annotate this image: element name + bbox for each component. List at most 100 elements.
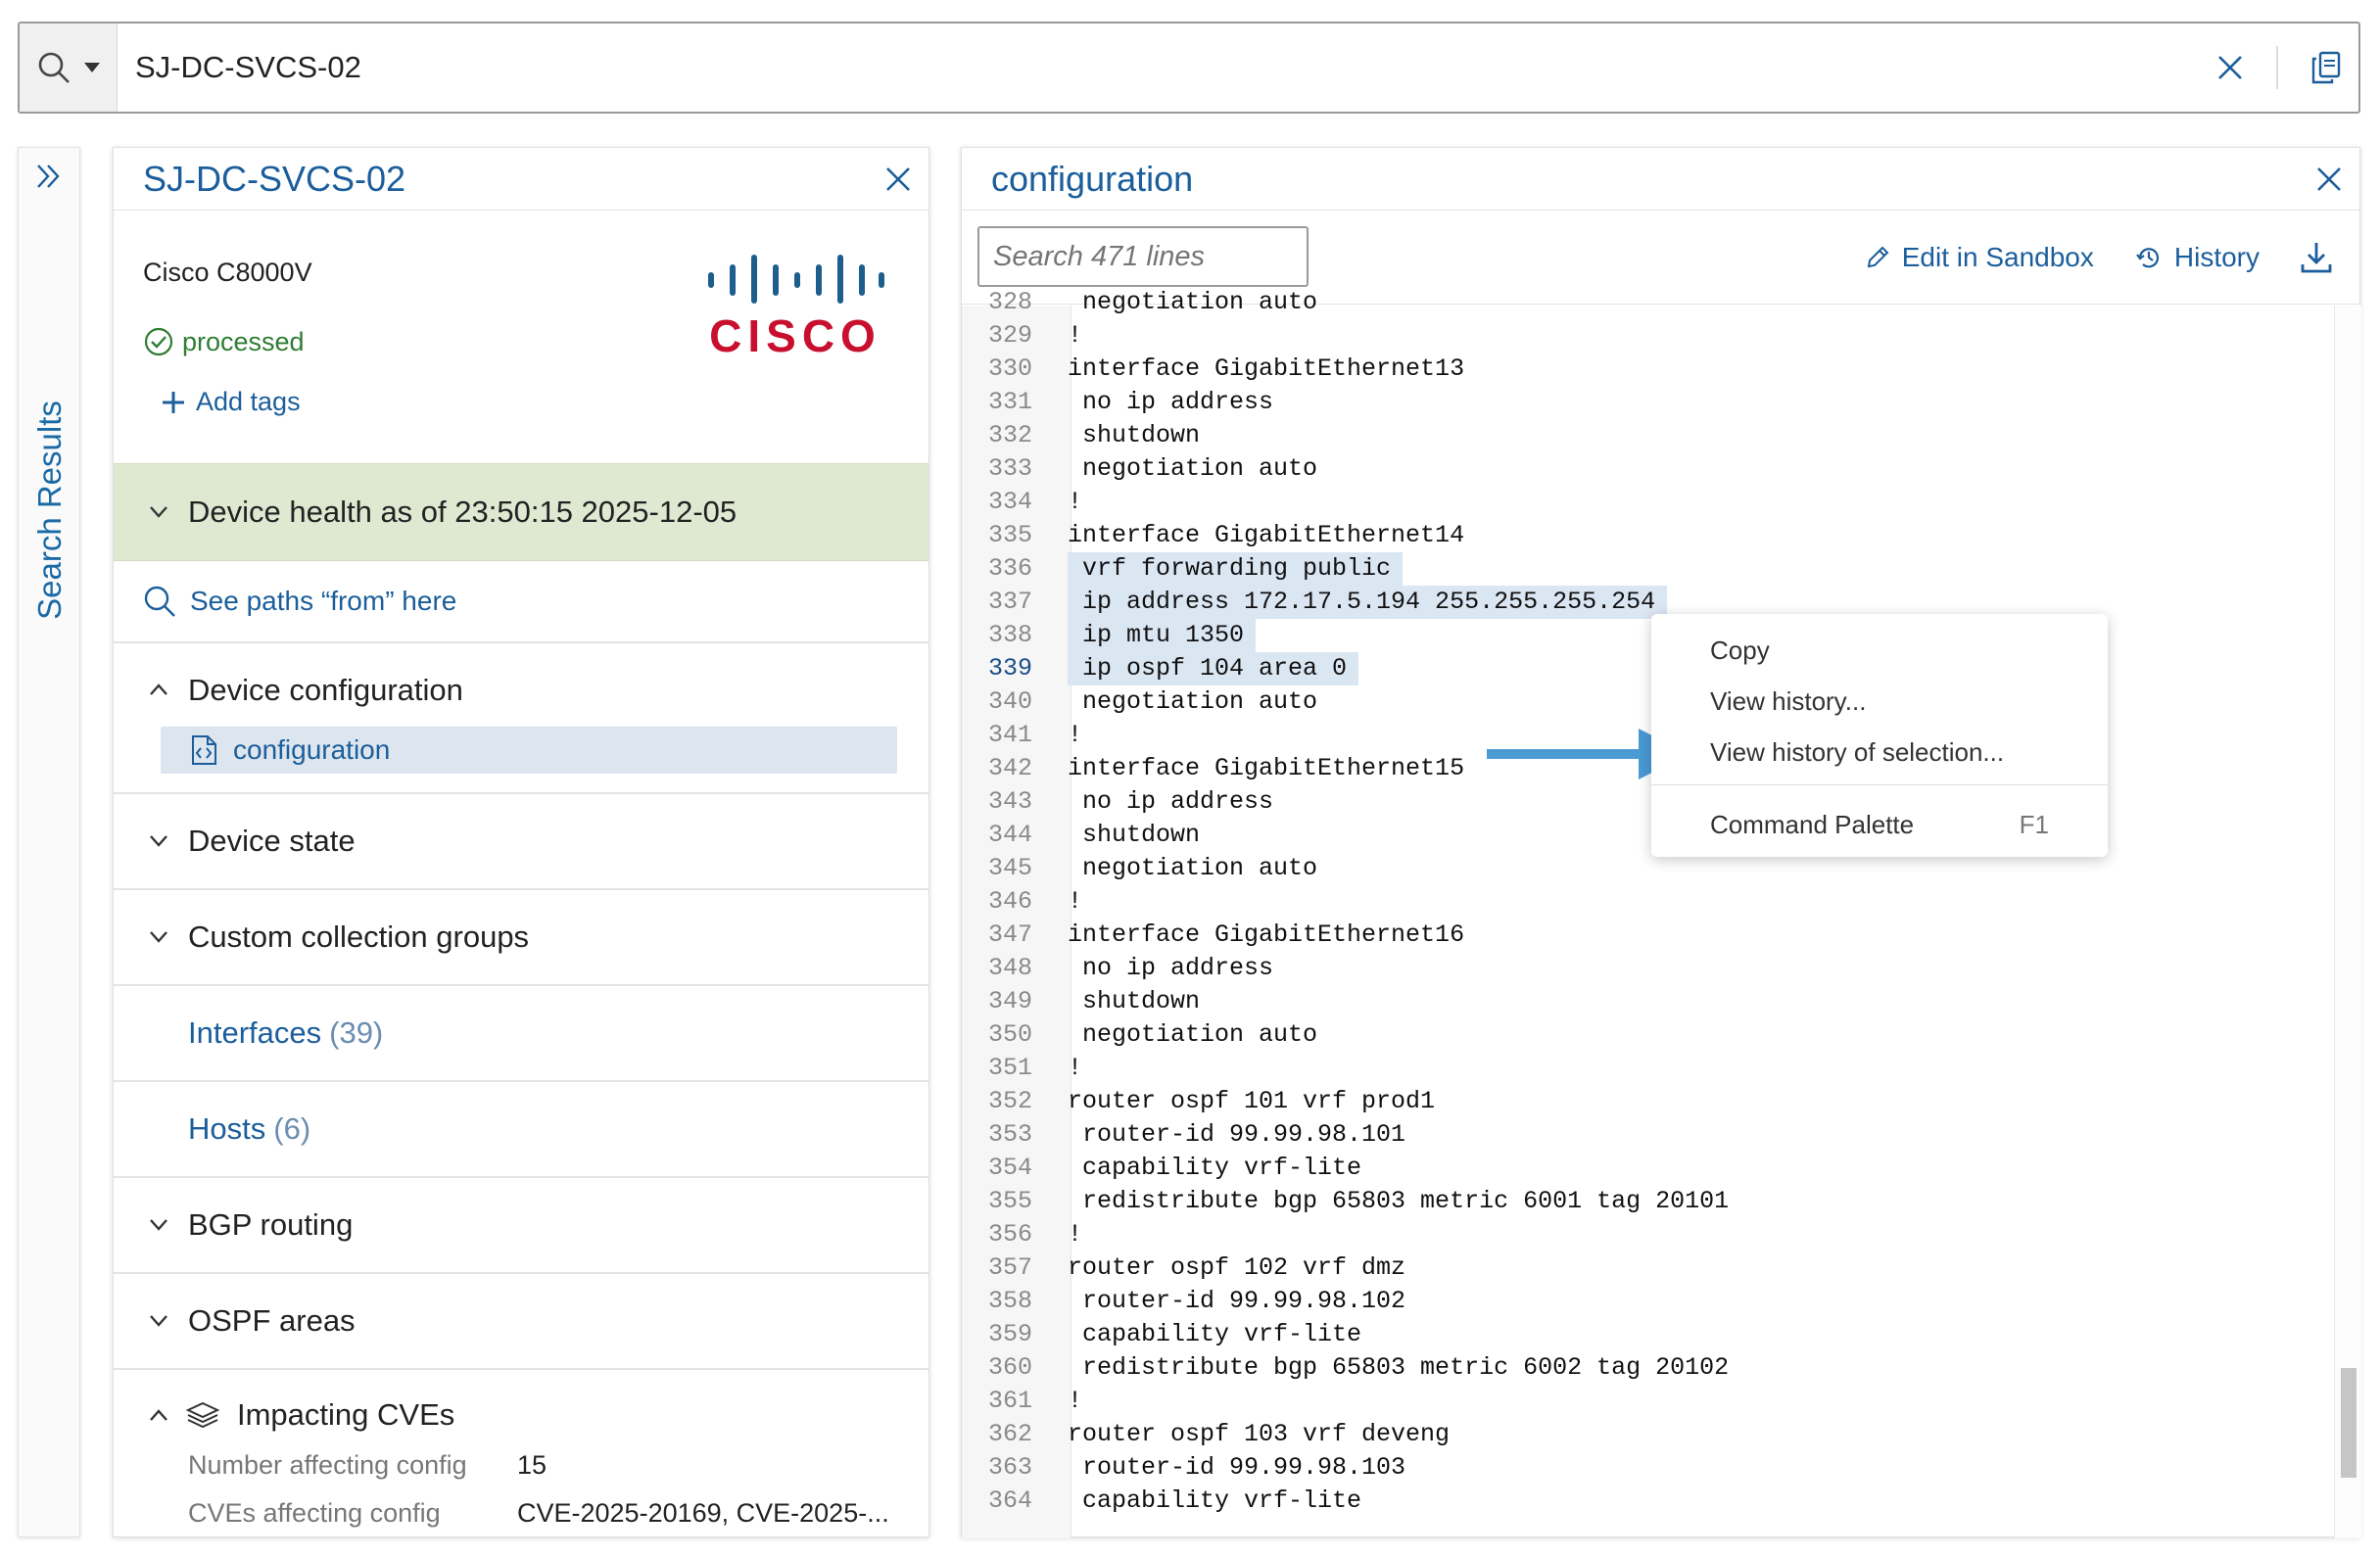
configuration-tree-item[interactable]: configuration <box>161 727 897 774</box>
line-text: vrf forwarding public <box>1068 552 1404 586</box>
close-device-panel-icon[interactable] <box>885 166 911 192</box>
code-line[interactable]: 359 capability vrf-lite <box>962 1318 1729 1351</box>
line-text: capability vrf-lite <box>1068 1154 1362 1182</box>
status-label: processed <box>182 326 305 356</box>
code-line[interactable]: 331 no ip address <box>962 386 1729 419</box>
cve-row-value[interactable]: CVE-2025-20169, CVE-2025-... <box>517 1498 889 1528</box>
impacting-cves-header[interactable]: Impacting CVEs <box>149 1397 928 1433</box>
code-line[interactable]: 354 capability vrf-lite <box>962 1152 1729 1185</box>
double-chevron-right-icon[interactable] <box>34 162 64 191</box>
code-line[interactable]: 339 ip ospf 104 area 0 <box>962 652 1729 685</box>
code-line[interactable]: 363 router-id 99.99.98.103 <box>962 1451 1729 1485</box>
code-line[interactable]: 350 negotiation auto <box>962 1018 1729 1052</box>
device-state-section[interactable]: Device state <box>114 794 928 890</box>
ospf-areas-section[interactable]: OSPF areas <box>114 1274 928 1370</box>
search-mode-dropdown[interactable] <box>20 24 118 112</box>
line-number: 356 <box>987 1220 1032 1249</box>
history-button[interactable]: History <box>2135 242 2260 273</box>
search-input[interactable]: SJ-DC-SVCS-02 <box>135 50 361 84</box>
code-line[interactable]: 345 negotiation auto <box>962 852 1729 885</box>
code-line[interactable]: 340 negotiation auto <box>962 685 1729 719</box>
code-line[interactable]: 356! <box>962 1218 1729 1251</box>
code-line[interactable]: 333 negotiation auto <box>962 452 1729 486</box>
device-panel-header: SJ-DC-SVCS-02 <box>114 148 928 211</box>
code-line[interactable]: 341! <box>962 719 1729 752</box>
add-tags-button[interactable]: Add tags <box>161 387 301 417</box>
device-health-section[interactable]: Device health as of 23:50:15 2025-12-05 <box>114 463 928 561</box>
editor-scrollbar[interactable] <box>2334 306 2361 1538</box>
close-configuration-panel-icon[interactable] <box>2316 166 2342 192</box>
menu-item-copy[interactable]: Copy <box>1710 636 1770 665</box>
scrollbar-thumb[interactable] <box>2341 1368 2356 1478</box>
impacting-cves-label: Impacting CVEs <box>237 1397 455 1432</box>
line-text: router-id 99.99.98.101 <box>1068 1120 1406 1149</box>
code-line[interactable]: 343 no ip address <box>962 785 1729 819</box>
code-line[interactable]: 360 redistribute bgp 65803 metric 6002 t… <box>962 1351 1729 1385</box>
code-line[interactable]: 364 capability vrf-lite <box>962 1485 1729 1518</box>
menu-item-view-history-of-selection[interactable]: View history of selection... <box>1710 737 2005 767</box>
code-line[interactable]: 361! <box>962 1385 1729 1418</box>
download-icon[interactable] <box>2301 241 2332 274</box>
menu-item-view-history[interactable]: View history... <box>1710 686 1867 716</box>
caret-down-icon <box>83 63 100 72</box>
line-text: capability vrf-lite <box>1068 1486 1362 1515</box>
config-search-input[interactable] <box>977 226 1309 287</box>
global-search-bar[interactable]: SJ-DC-SVCS-02 <box>18 22 2360 114</box>
see-paths-link[interactable]: See paths “from” here <box>114 561 928 643</box>
line-number: 339 <box>987 654 1032 683</box>
ospf-areas-label: OSPF areas <box>188 1303 356 1338</box>
code-line[interactable]: 348 no ip address <box>962 952 1729 985</box>
line-number: 350 <box>987 1020 1032 1049</box>
bgp-routing-section[interactable]: BGP routing <box>114 1178 928 1274</box>
hosts-link[interactable]: Hosts (6) <box>114 1082 928 1178</box>
line-number: 349 <box>987 987 1032 1015</box>
search-results-rail[interactable]: Search Results <box>18 147 80 1537</box>
line-text: router-id 99.99.98.103 <box>1068 1453 1406 1482</box>
pencil-icon <box>1867 246 1889 268</box>
code-line[interactable]: 329! <box>962 319 1729 353</box>
code-line[interactable]: 349 shutdown <box>962 985 1729 1018</box>
layers-icon <box>185 1401 220 1429</box>
code-line[interactable]: 346! <box>962 885 1729 919</box>
code-line[interactable]: 351! <box>962 1052 1729 1085</box>
clear-search-icon[interactable] <box>2217 55 2243 80</box>
device-configuration-section[interactable]: Device configuration configuration <box>114 643 928 794</box>
add-tags-label: Add tags <box>196 387 301 416</box>
line-text: ! <box>1068 1387 1083 1415</box>
custom-collection-groups-section[interactable]: Custom collection groups <box>114 890 928 986</box>
device-summary: Cisco C8000V processed Add tags <box>114 211 928 463</box>
chevron-down-icon <box>150 1315 167 1327</box>
code-line[interactable]: 355 redistribute bgp 65803 metric 6001 t… <box>962 1185 1729 1218</box>
code-line[interactable]: 344 shutdown <box>962 819 1729 852</box>
code-line[interactable]: 338 ip mtu 1350 <box>962 619 1729 652</box>
interfaces-link[interactable]: Interfaces (39) <box>114 986 928 1082</box>
edit-in-sandbox-button[interactable]: Edit in Sandbox <box>1865 242 2094 273</box>
line-number: 344 <box>987 821 1032 849</box>
line-text: ! <box>1068 1220 1083 1249</box>
code-line[interactable]: 336 vrf forwarding public <box>962 552 1729 586</box>
line-number: 357 <box>987 1253 1032 1282</box>
code-line[interactable]: 358 router-id 99.99.98.102 <box>962 1285 1729 1318</box>
code-line[interactable]: 337 ip address 172.17.5.194 255.255.255.… <box>962 586 1729 619</box>
line-text: ! <box>1068 321 1083 350</box>
copy-icon[interactable] <box>2311 51 2341 84</box>
code-line[interactable]: 328 negotiation auto <box>962 286 1729 319</box>
code-line[interactable]: 332 shutdown <box>962 419 1729 452</box>
rail-title[interactable]: Search Results <box>19 383 81 637</box>
line-number: 351 <box>987 1054 1032 1082</box>
code-line[interactable]: 334! <box>962 486 1729 519</box>
line-number: 347 <box>987 920 1032 949</box>
menu-item-command-palette[interactable]: Command Palette <box>1710 810 1915 839</box>
line-text: redistribute bgp 65803 metric 6001 tag 2… <box>1068 1187 1730 1215</box>
code-line[interactable]: 353 router-id 99.99.98.101 <box>962 1118 1729 1152</box>
configuration-panel: configuration Edit in Sandbox Hi <box>961 147 2361 1538</box>
line-number: 363 <box>987 1453 1032 1482</box>
